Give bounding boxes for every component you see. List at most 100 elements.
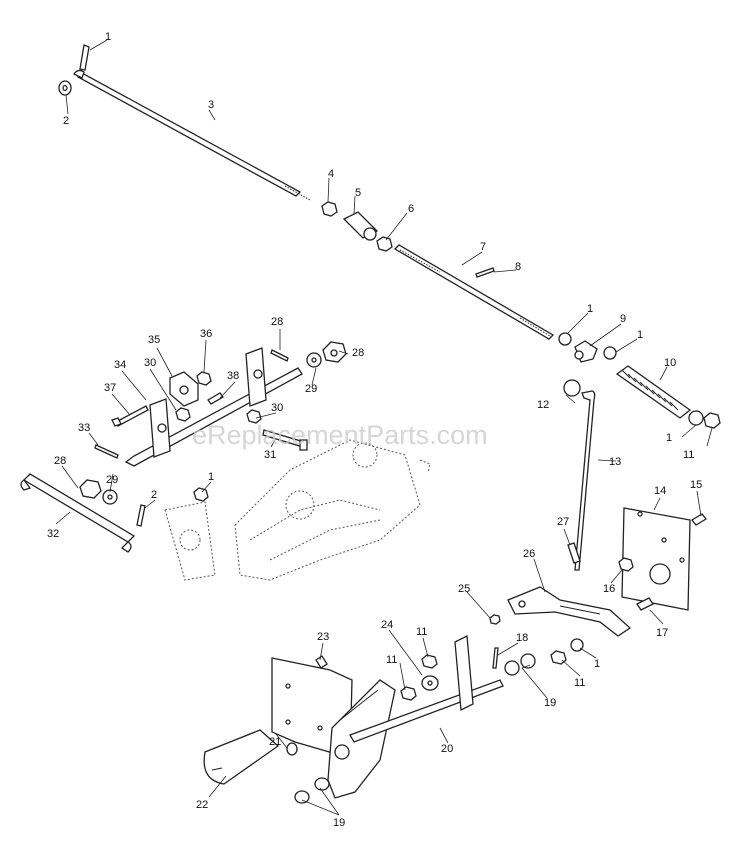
washer-29-left — [102, 489, 118, 505]
pin-18 — [492, 647, 499, 669]
callout-17: 17 — [656, 627, 668, 639]
engine-reference — [164, 439, 431, 581]
coupler-5 — [342, 211, 379, 241]
screw-37 — [111, 405, 149, 427]
callout-15: 15 — [690, 479, 702, 491]
cap-28-left — [79, 479, 102, 499]
callout-33: 33 — [78, 422, 90, 434]
bushing-21 — [286, 742, 298, 756]
callout-14: 14 — [654, 485, 666, 497]
nut-25 — [489, 614, 501, 625]
callout-18: 18 — [516, 632, 528, 644]
nut-30-left — [175, 407, 191, 422]
callout-8: 8 — [515, 261, 521, 273]
callout-13: 13 — [609, 456, 621, 468]
callout-9: 9 — [620, 313, 626, 325]
swivel-9 — [574, 340, 598, 363]
nut-36 — [196, 371, 212, 386]
spring-10 — [615, 365, 692, 419]
pad-22 — [203, 729, 280, 785]
callout-11-a: 11 — [416, 626, 427, 638]
washer-1-right — [558, 332, 572, 346]
spring-27 — [567, 542, 581, 564]
screw-23 — [315, 655, 328, 669]
callout-16: 16 — [603, 583, 615, 595]
washers-19-left — [294, 777, 330, 804]
bracket-35 — [169, 371, 199, 407]
callout-30-right: 30 — [271, 402, 283, 414]
callout-20: 20 — [441, 743, 453, 755]
leader-lines — [55, 39, 713, 816]
callout-12: 12 — [537, 399, 549, 411]
watermark: eReplacementParts.com — [192, 420, 488, 450]
callout-4: 4 — [328, 168, 334, 180]
callout-3: 3 — [208, 99, 214, 111]
washers-19-right — [504, 653, 536, 676]
callout-23: 23 — [317, 631, 329, 643]
knob-12 — [563, 379, 581, 397]
callout-19-left: 19 — [333, 817, 345, 829]
bolt-31 — [262, 429, 308, 451]
upper-rod-3 — [73, 69, 311, 201]
pin-28-top — [270, 349, 289, 362]
washer-29-right — [306, 352, 322, 368]
callout-30-left: 30 — [144, 357, 156, 369]
nut-11-b — [421, 654, 438, 669]
callout-37: 37 — [104, 382, 116, 394]
callout-11-end: 11 — [683, 449, 694, 461]
link-32 — [20, 473, 136, 553]
callout-7: 7 — [480, 241, 486, 253]
callout-28-left: 28 — [54, 455, 66, 467]
callout-34: 34 — [114, 359, 126, 371]
callout-1-end: 1 — [666, 432, 672, 444]
callout-27: 27 — [557, 516, 569, 528]
pin-8 — [475, 267, 495, 278]
callout-28-right: 28 — [352, 347, 364, 359]
threaded-rod-7 — [393, 244, 555, 340]
callout-25: 25 — [458, 583, 470, 595]
callout-36: 36 — [200, 328, 212, 340]
nut-4 — [321, 201, 338, 217]
callout-5: 5 — [355, 187, 361, 199]
nut-6 — [376, 236, 393, 252]
callout-6: 6 — [408, 203, 414, 215]
cotter-pin-2-top — [79, 44, 90, 71]
cap-28-right — [322, 341, 347, 363]
callout-2-mid: 2 — [151, 489, 157, 501]
callout-1-mid: 1 — [208, 471, 214, 483]
nut-30-right — [246, 409, 262, 424]
bolt-17 — [636, 597, 654, 611]
washer-1-spring — [603, 346, 617, 360]
callout-35: 35 — [148, 334, 160, 346]
callout-1-spring: 1 — [637, 329, 643, 341]
washer-1-end — [688, 410, 704, 426]
callout-31: 31 — [264, 449, 276, 461]
callout-11-b: 11 — [386, 654, 397, 666]
washer-24 — [421, 675, 439, 691]
callout-19-right: 19 — [544, 697, 556, 709]
nut-11-a — [400, 686, 417, 701]
callout-10: 10 — [664, 357, 676, 369]
callout-1-top: 2 — [63, 115, 69, 127]
callout-26: 26 — [523, 548, 535, 560]
callout-22: 22 — [196, 799, 208, 811]
callout-1-right: 1 — [587, 303, 593, 315]
nut-1-mid — [193, 487, 209, 502]
callout-11-c: 11 — [574, 677, 585, 689]
pin-33 — [94, 444, 119, 459]
callout-29-right: 29 — [305, 383, 317, 395]
callout-2-top: 1 — [105, 31, 111, 43]
callout-24: 24 — [381, 619, 393, 631]
plate-14 — [621, 507, 691, 611]
rod-13 — [574, 390, 596, 571]
bolt-38 — [207, 392, 224, 405]
callout-38: 38 — [227, 370, 239, 382]
callout-labels: 1 2 3 4 5 6 7 8 1 9 1 10 12 13 1 11 28 3… — [47, 31, 702, 829]
shaft-assembly — [124, 347, 303, 467]
nut-11-end — [703, 412, 721, 429]
callout-32: 32 — [47, 528, 59, 540]
shaft-20 — [334, 634, 504, 760]
washer-1-top — [58, 80, 72, 96]
callout-28-top: 28 — [271, 316, 283, 328]
